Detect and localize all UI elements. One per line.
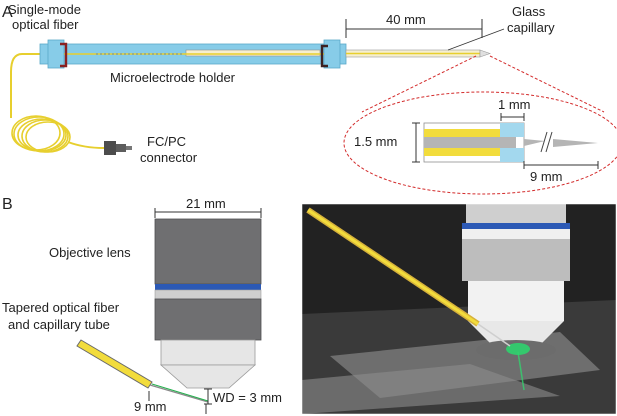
length-dimension: [345, 19, 483, 38]
holder-clamp-right: [320, 44, 328, 68]
holder-label: Microelectrode holder: [110, 70, 236, 85]
connector-label-line1: FC/PC: [147, 134, 186, 149]
tip-length-dimension: [148, 388, 212, 414]
working-distance-label: WD = 3 mm: [213, 390, 282, 405]
panel-b-letter: B: [2, 196, 13, 213]
objective-width-label: 21 mm: [186, 196, 226, 211]
inset-dimensions: [412, 113, 599, 169]
optical-fiber: [10, 53, 40, 118]
objective-lens: [154, 218, 262, 389]
magnification-callout: [343, 55, 617, 195]
objective-width-dimension: [154, 208, 262, 218]
tip-detail-inset: [423, 122, 598, 163]
connector-label-line2: connector: [140, 150, 198, 165]
tip-length-label: 9 mm: [134, 399, 167, 414]
capillary-leader-line: [447, 28, 505, 51]
inset-bottom-label: 9 mm: [530, 169, 563, 184]
inset-height-label: 1.5 mm: [354, 134, 397, 149]
microelectrode-holder: [39, 39, 347, 69]
capillary-label-line1: Glass: [512, 4, 546, 19]
length-label: 40 mm: [386, 12, 426, 27]
panel-a-letter: A: [2, 4, 13, 21]
tapered-fiber-label-line2: and capillary tube: [8, 317, 110, 332]
capillary-label-line2: capillary: [507, 20, 555, 35]
fc-pc-connector: [104, 141, 132, 155]
fiber-coil: [11, 115, 71, 153]
inset-top-label: 1 mm: [498, 97, 531, 112]
tapered-fiber-label-line1: Tapered optical fiber: [2, 300, 120, 315]
glass-capillary: [345, 49, 491, 58]
tapered-fiber-schematic: [76, 339, 209, 403]
fiber-label-line2: optical fiber: [12, 17, 79, 32]
fiber-to-connector: [67, 141, 105, 149]
setup-photograph: [301, 203, 617, 415]
fiber-label-line1: Single-mode: [8, 2, 81, 17]
objective-label: Objective lens: [49, 245, 131, 260]
holder-clamp-left: [60, 42, 68, 68]
